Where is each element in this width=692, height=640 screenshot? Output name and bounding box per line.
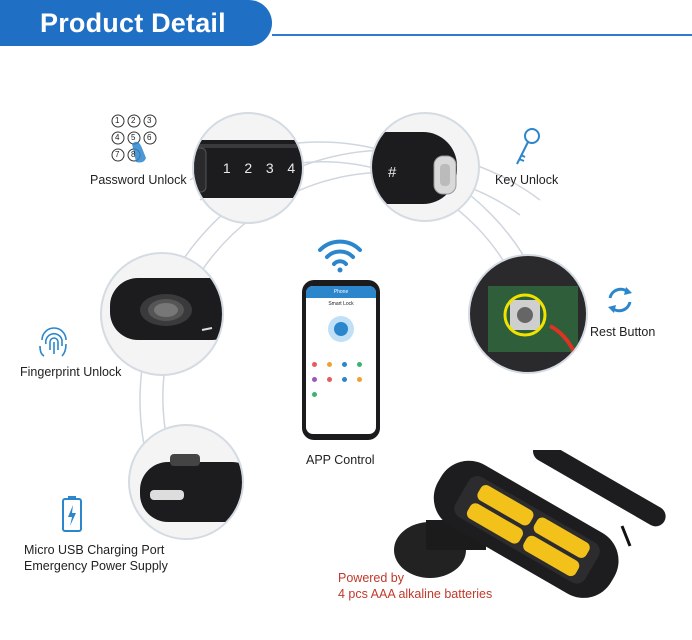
handle-keypad-illustration <box>194 140 302 198</box>
header-rule <box>272 34 692 36</box>
handle-key-4: 4 <box>287 160 296 176</box>
phone-screen: Phone Smart Lock <box>306 286 376 434</box>
page-title: Product Detail <box>40 7 226 38</box>
phone-screen-title: Smart Lock <box>328 301 354 307</box>
fingerprint-icon <box>34 320 74 365</box>
handle-key-1: 1 <box>222 160 231 176</box>
keypad-closeup: 1 2 3 4 <box>192 112 304 224</box>
key-unlock-label: Key Unlock <box>495 173 559 187</box>
hash-key-closeup: # <box>370 112 480 222</box>
usb-port-closeup <box>128 424 244 540</box>
header-banner: Product Detail <box>0 0 272 46</box>
hash-key: # <box>388 164 397 181</box>
battery-label-line1: Powered by <box>338 571 405 585</box>
battery-label-line2: 4 pcs AAA alkaline batteries <box>338 587 493 601</box>
usb-label-line2: Emergency Power Supply <box>24 559 168 573</box>
fingerprint-closeup <box>100 252 224 376</box>
wifi-icon <box>316 236 364 281</box>
battery-charging-icon <box>62 496 82 537</box>
reset-button-closeup <box>468 254 588 374</box>
key-icon <box>512 126 544 173</box>
password-unlock-label: Password Unlock <box>90 173 187 187</box>
handle-key-3: 3 <box>265 160 274 176</box>
usb-port-label: Micro USB Charging Port Emergency Power … <box>24 542 168 574</box>
reset-icon <box>604 284 636 321</box>
fingerprint-unlock-label: Fingerprint Unlock <box>20 365 122 379</box>
phone-lock-icon <box>328 316 354 342</box>
keypad-icon: 1 2 3 4 5 6 7 8 <box>110 114 162 166</box>
battery-label: Powered by 4 pcs AAA alkaline batteries <box>338 570 492 602</box>
handle-key-2: 2 <box>244 160 253 176</box>
phone-screen-header: Phone <box>306 286 376 298</box>
app-control-label: APP Control <box>306 453 375 467</box>
phone-app-grid <box>312 362 372 397</box>
reset-button-label: Rest Button <box>590 325 656 339</box>
phone-mockup: Phone Smart Lock <box>302 280 380 440</box>
usb-label-line1: Micro USB Charging Port <box>24 543 165 557</box>
handle-battery-illustration <box>394 450 666 598</box>
